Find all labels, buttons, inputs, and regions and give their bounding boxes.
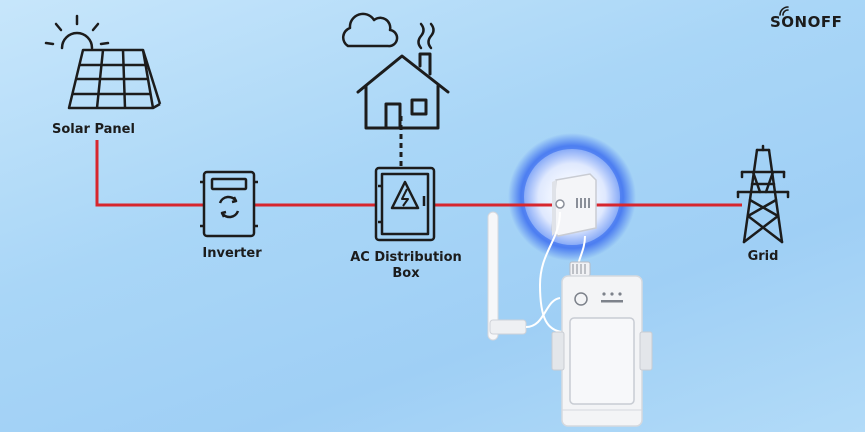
distribution-box-label-line2: Box [392,266,420,281]
inverter-icon [200,170,258,238]
grid-label: Grid [747,249,779,264]
distribution-box-label-line1: AC Distribution [350,250,462,265]
solar-panel-label: Solar Panel [52,122,135,137]
distribution-box-icon [374,166,436,242]
ct-clamp-icon [551,173,597,237]
cloud-icon [341,12,399,48]
antenna-icon [487,211,561,341]
smoke-icon [417,22,435,50]
transmission-tower-icon [736,144,790,244]
power-line [95,140,742,207]
brand-logo: SONOFF [770,13,843,31]
sensor-cable [538,211,563,333]
inverter-label: Inverter [202,246,262,261]
distribution-box-label: AC Distribution Box [340,250,472,282]
solar-panel-icon [67,48,162,110]
sun-icon [44,14,110,50]
wifi-icon [779,6,789,16]
power-meter-device [551,261,653,427]
house-icon [356,52,450,130]
high-voltage-icon [390,180,420,210]
